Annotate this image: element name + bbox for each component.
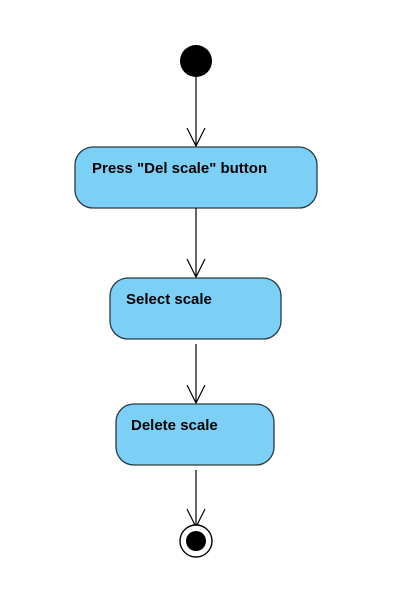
action-label: Press "Del scale" button xyxy=(92,160,267,177)
final-node[interactable] xyxy=(179,524,213,558)
action-press-del-scale-button[interactable]: Press "Del scale" button xyxy=(74,146,318,209)
initial-node[interactable] xyxy=(180,45,212,77)
flow-arrow-delete-to-end xyxy=(186,470,206,529)
flow-arrow-select-to-delete xyxy=(186,344,206,405)
action-label: Select scale xyxy=(126,291,212,308)
action-label: Delete scale xyxy=(131,417,218,434)
flow-arrow-press-to-select xyxy=(186,208,206,279)
action-select-scale[interactable]: Select scale xyxy=(109,277,282,340)
flow-arrow-start-to-press xyxy=(186,77,206,148)
action-delete-scale[interactable]: Delete scale xyxy=(115,403,275,466)
